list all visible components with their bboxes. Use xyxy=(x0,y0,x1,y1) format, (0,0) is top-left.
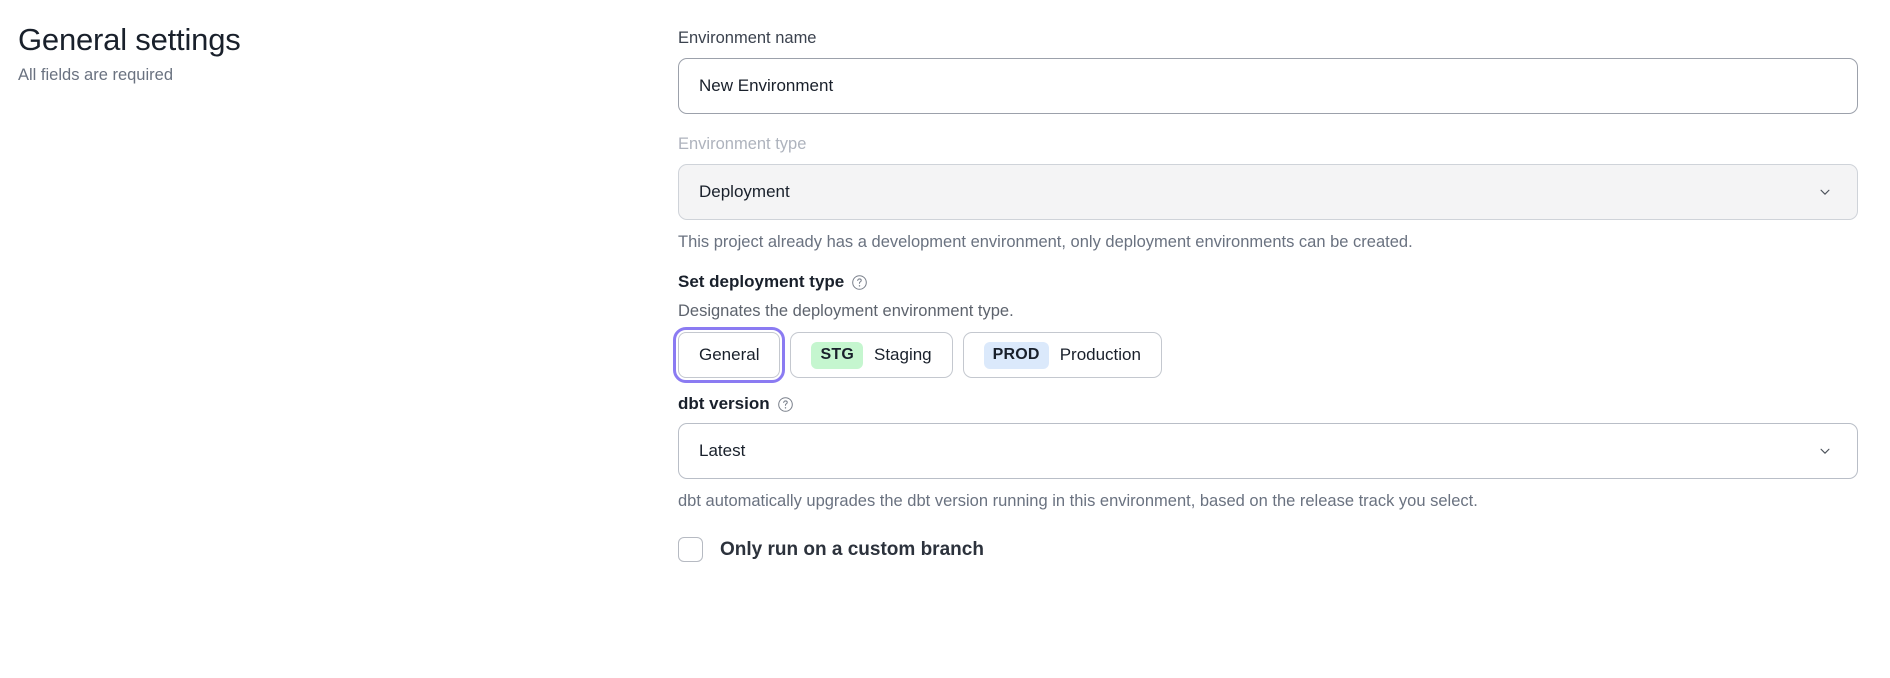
environment-type-field: Environment type Deployment This project… xyxy=(678,132,1858,254)
dbt-version-heading-row: dbt version xyxy=(678,394,1858,414)
dbt-version-value: Latest xyxy=(699,441,746,460)
environment-type-select-wrap: Deployment xyxy=(678,164,1858,220)
question-circle-icon[interactable] xyxy=(851,274,868,291)
production-badge: PROD xyxy=(983,341,1049,369)
deployment-type-option-staging[interactable]: STG Staging xyxy=(790,332,953,378)
environment-name-field: Environment name xyxy=(678,26,1858,114)
environment-type-help-text: This project already has a development e… xyxy=(678,233,1413,251)
custom-branch-checkbox[interactable] xyxy=(678,537,703,562)
custom-branch-row: Only run on a custom branch xyxy=(678,537,1858,562)
dbt-version-field: dbt version Latest xyxy=(678,394,1858,513)
deployment-type-option-production[interactable]: PROD Production xyxy=(962,332,1162,378)
general-settings-form: Environment name Environment type Deploy… xyxy=(672,26,1858,562)
page-title: General settings xyxy=(18,22,241,57)
deployment-type-heading-row: Set deployment type xyxy=(678,272,1858,292)
question-circle-icon[interactable] xyxy=(777,396,794,413)
deployment-type-description: Designates the deployment environment ty… xyxy=(678,302,1014,320)
deployment-type-heading: Set deployment type xyxy=(678,272,845,291)
dbt-version-select-wrap: Latest xyxy=(678,423,1858,479)
deployment-type-option-general[interactable]: General xyxy=(672,327,786,383)
environment-type-select[interactable]: Deployment xyxy=(678,164,1858,220)
dbt-version-help-text: dbt automatically upgrades the dbt versi… xyxy=(678,492,1478,510)
dbt-version-label: dbt version xyxy=(678,394,770,413)
environment-type-value: Deployment xyxy=(699,182,790,201)
custom-branch-label[interactable]: Only run on a custom branch xyxy=(720,538,984,560)
deployment-type-option-general-label: General xyxy=(699,345,760,364)
environment-name-input[interactable] xyxy=(678,58,1858,114)
staging-badge: STG xyxy=(811,341,863,369)
settings-intro: General settings All fields are required xyxy=(18,20,618,87)
deployment-type-option-group: General STG Staging PROD Production xyxy=(672,327,1858,383)
environment-type-label: Environment type xyxy=(678,135,807,153)
deployment-type-field: Set deployment type Designates the deplo… xyxy=(672,272,1858,383)
deployment-type-option-staging-label: Staging xyxy=(873,345,932,364)
deployment-type-option-production-label: Production xyxy=(1059,345,1141,364)
page-subtitle: All fields are required xyxy=(18,66,173,84)
dbt-version-select[interactable]: Latest xyxy=(678,423,1858,479)
environment-name-label: Environment name xyxy=(678,29,817,47)
